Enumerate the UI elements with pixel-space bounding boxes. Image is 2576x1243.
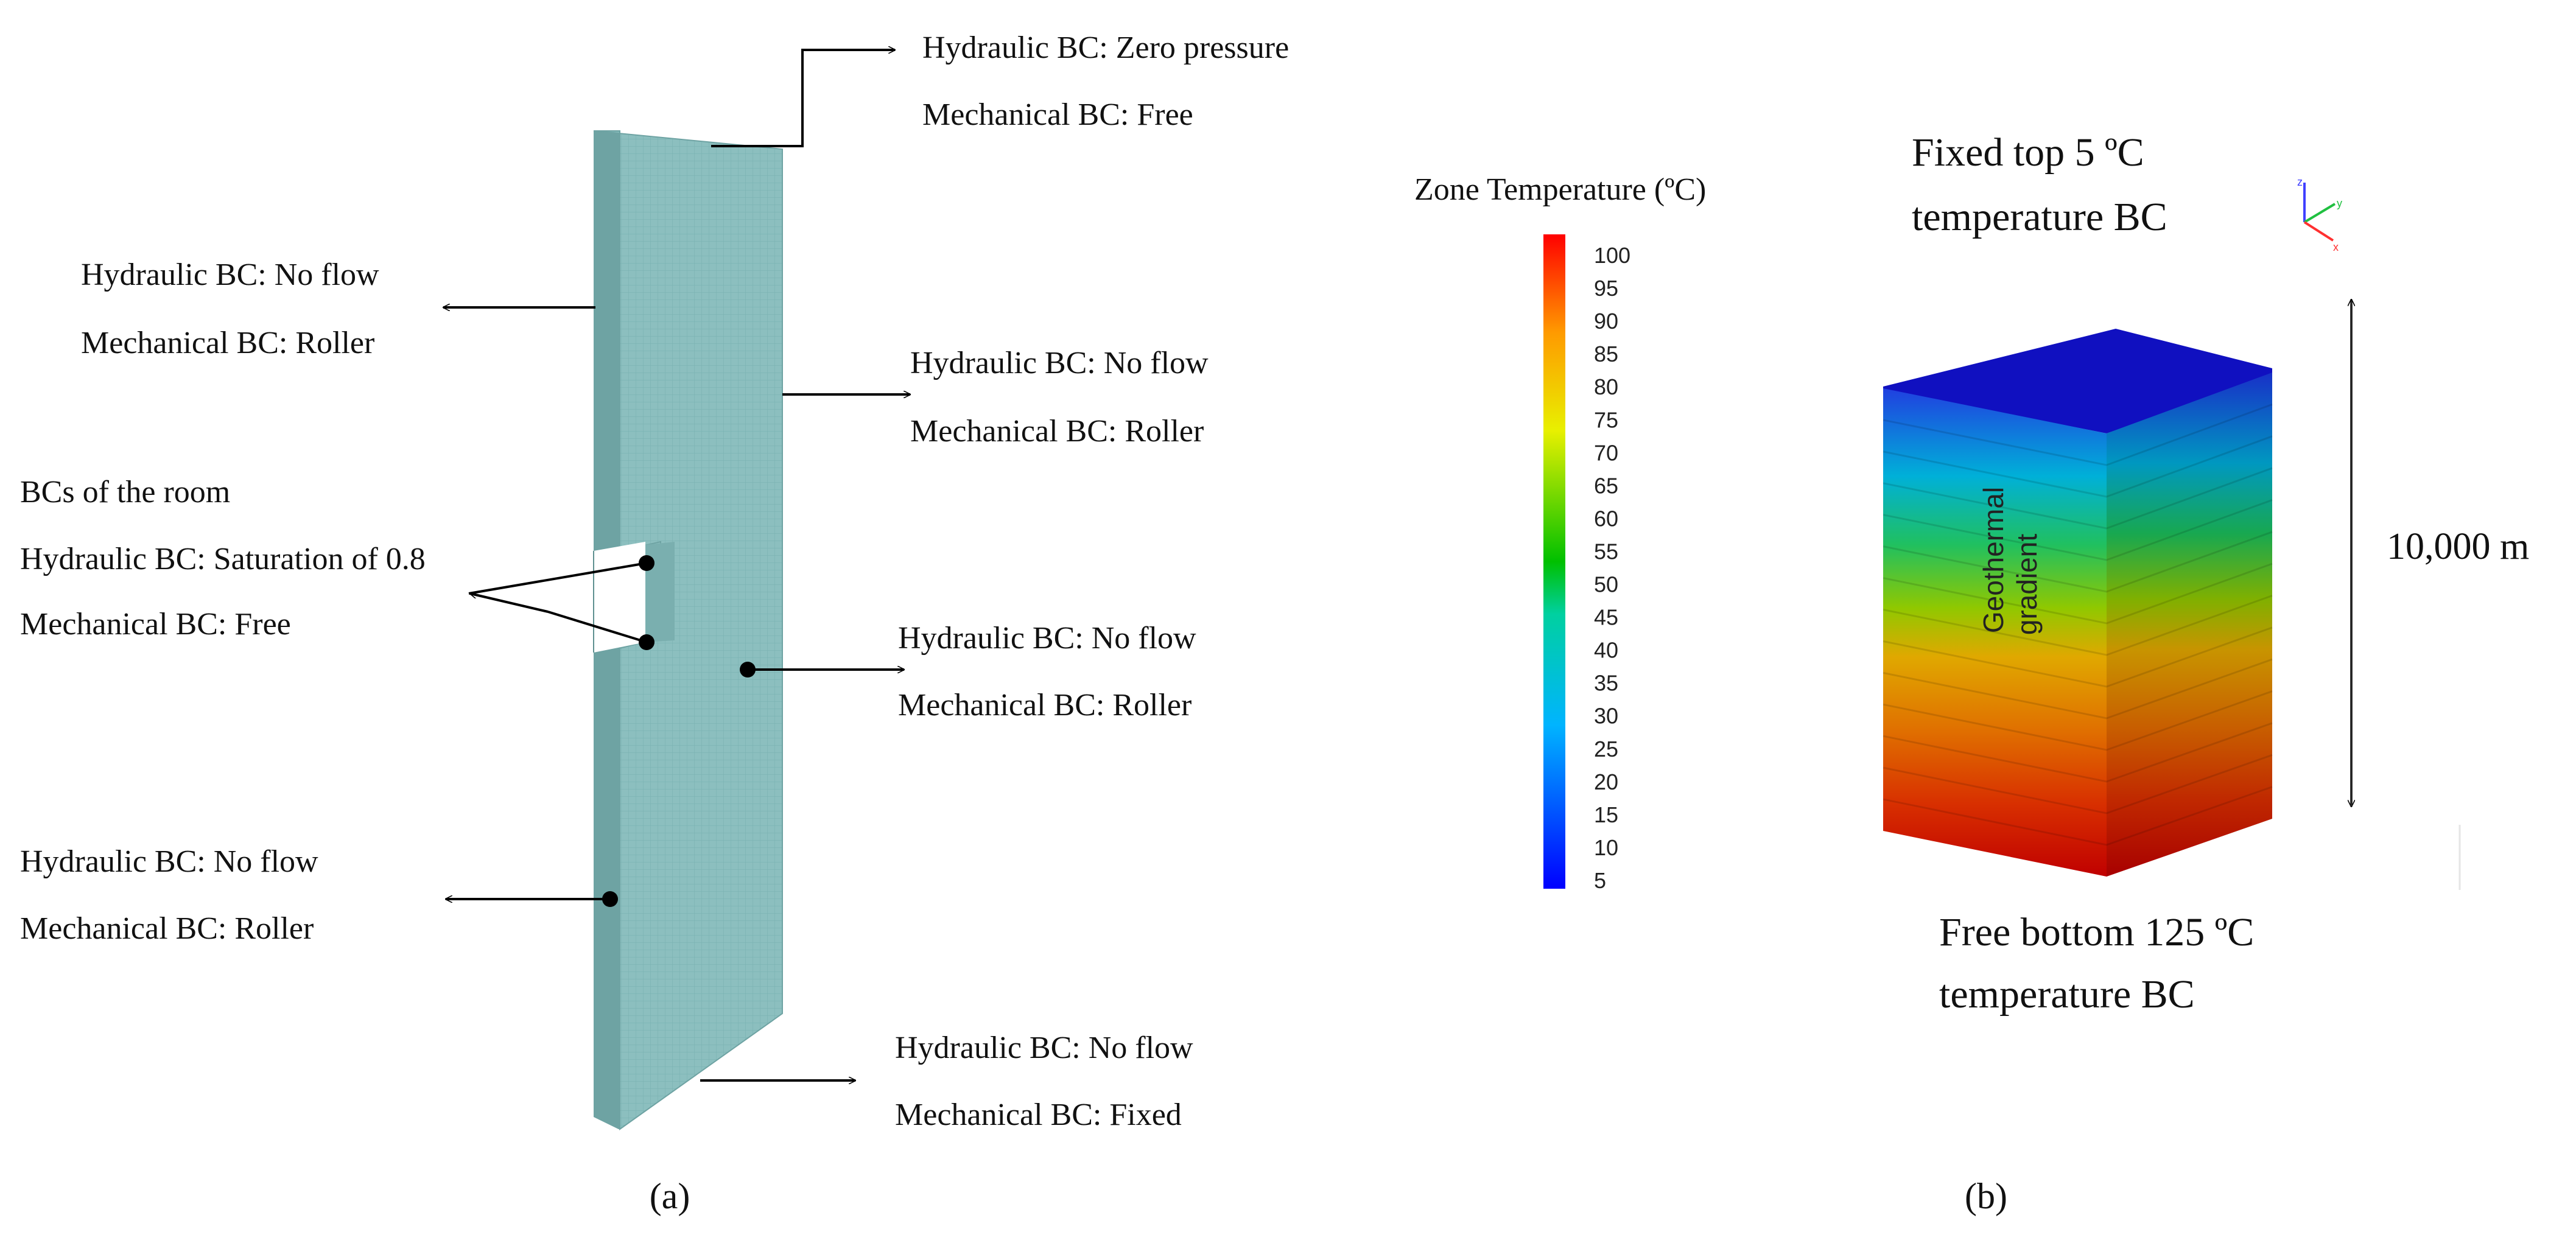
right-upper-mechanical-label: Mechanical BC: Roller: [910, 414, 1204, 449]
panel-a-caption: (a): [650, 1176, 690, 1216]
legend-tick-label: 35: [1594, 671, 1618, 696]
left-lower-hydraulic-label: Hydraulic BC: No flow: [20, 844, 318, 879]
panel-a: Hydraulic BC: Zero pressure Mechanical B…: [20, 30, 1289, 1216]
layer-line: [1883, 786, 2273, 846]
legend-tick-label: 80: [1594, 374, 1618, 399]
layer-line: [1883, 626, 2273, 688]
axis-z-label: z: [2297, 176, 2303, 188]
legend-tick-label: 20: [1594, 769, 1618, 794]
legend-ticks: 100 95 90 85 80 75 70 65 60 55 50 45 40 35 30 25 20 15 10 5: [1594, 243, 1630, 893]
panel-b-caption: (b): [1965, 1176, 2007, 1216]
axis-x-label: x: [2333, 241, 2339, 253]
room-notch: [594, 542, 645, 653]
block-top-face: [1883, 329, 2272, 433]
legend-tick-label: 60: [1594, 506, 1618, 531]
layer-line: [1883, 403, 2273, 466]
layer-line: [1883, 658, 2273, 720]
axis-triad-icon: z y x: [2297, 176, 2342, 253]
dot-left-lower: [602, 891, 618, 907]
legend-tick-label: 70: [1594, 440, 1618, 465]
layer-lines: [1883, 403, 2273, 846]
right-middle-hydraulic-label: Hydraulic BC: No flow: [898, 621, 1196, 656]
legend-tick-label: 65: [1594, 473, 1618, 498]
left-upper-hydraulic-label: Hydraulic BC: No flow: [81, 257, 379, 292]
layer-line: [1883, 722, 2273, 783]
legend-tick-label: 5: [1594, 868, 1606, 893]
top-bc-line-2: temperature BC: [1912, 195, 2167, 239]
legend-tick-label: 45: [1594, 605, 1618, 630]
dot-right-middle: [740, 662, 756, 678]
legend-color-bar: [1543, 234, 1565, 889]
legend-tick-label: 90: [1594, 309, 1618, 334]
legend-tick-label: 25: [1594, 737, 1618, 762]
bottom-bc-line-2: temperature BC: [1939, 972, 2195, 1017]
layer-line: [1883, 562, 2273, 625]
axis-y-line: [2303, 203, 2336, 223]
height-label: 10,000 m: [2387, 526, 2529, 567]
bc-labels: Hydraulic BC: Zero pressure Mechanical B…: [20, 30, 1289, 1132]
layer-line: [1883, 467, 2273, 530]
top-hydraulic-label: Hydraulic BC: Zero pressure: [922, 30, 1289, 65]
layer-line: [1883, 531, 2273, 593]
legend-tick-label: 50: [1594, 572, 1618, 597]
room-hydraulic-label: Hydraulic BC: Saturation of 0.8: [20, 542, 426, 576]
bc-arrows: [443, 50, 910, 1080]
layer-line: [1883, 754, 2273, 814]
arrow-top: [711, 50, 895, 147]
mesh-column: [593, 130, 783, 1130]
legend-tick-label: 40: [1594, 638, 1618, 663]
legend-tick-label: 55: [1594, 539, 1618, 564]
room-mechanical-label: Mechanical BC: Free: [20, 607, 291, 642]
legend-tick-label: 85: [1594, 341, 1618, 366]
axis-x-line: [2303, 221, 2334, 242]
panel-b: Zone Temperature (ºC) 100 95 90 85 80 75 70 65 6…: [1414, 130, 2529, 1216]
layer-line: [1883, 595, 2273, 656]
temperature-block: Geothermal gradient: [1883, 329, 2273, 877]
legend-tick-label: 30: [1594, 704, 1618, 729]
arrow-room-out: [470, 593, 549, 613]
arrow-room-lower: [547, 611, 647, 643]
legend-tick-label: 95: [1594, 276, 1618, 301]
bc-dots: [602, 555, 756, 907]
top-mechanical-label: Mechanical BC: Free: [922, 97, 1193, 132]
gradient-label-line-2: gradient: [2011, 534, 2043, 635]
layer-line: [1883, 435, 2273, 498]
block-front-face: [1883, 388, 2107, 877]
right-middle-mechanical-label: Mechanical BC: Roller: [898, 688, 1191, 723]
gradient-label-line-1: Geothermal: [1978, 487, 2009, 633]
axis-y-label: y: [2337, 197, 2342, 209]
dot-room-upper: [639, 555, 655, 571]
left-upper-mechanical-label: Mechanical BC: Roller: [81, 326, 374, 360]
top-bc-line-1: Fixed top 5 ºC: [1912, 130, 2144, 175]
bottom-mechanical-label: Mechanical BC: Fixed: [895, 1098, 1182, 1132]
layer-line: [1883, 690, 2273, 751]
legend-tick-label: 100: [1594, 243, 1630, 268]
block-side-face: [2107, 373, 2272, 877]
legend-tick-label: 10: [1594, 835, 1618, 860]
legend-title: Zone Temperature (ºC): [1414, 172, 1706, 207]
legend-tick-label: 15: [1594, 802, 1618, 827]
room-title-label: BCs of the room: [20, 475, 230, 509]
right-upper-hydraulic-label: Hydraulic BC: No flow: [910, 346, 1209, 380]
bottom-bc-line-1: Free bottom 125 ºC: [1939, 910, 2254, 954]
bottom-hydraulic-label: Hydraulic BC: No flow: [895, 1031, 1193, 1065]
dot-room-lower: [639, 634, 655, 650]
left-lower-mechanical-label: Mechanical BC: Roller: [20, 911, 314, 946]
arrow-room-upper: [468, 562, 647, 595]
legend-tick-label: 75: [1594, 407, 1618, 432]
layer-line: [1883, 499, 2273, 561]
